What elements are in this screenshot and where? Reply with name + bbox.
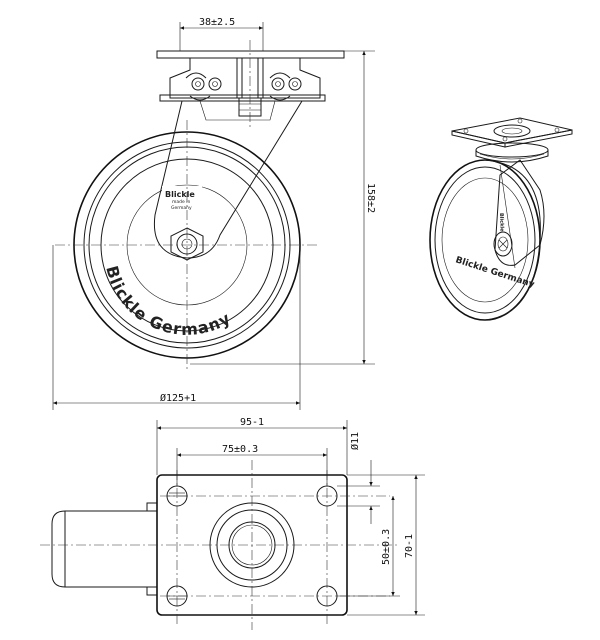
svg-text:38±2.5: 38±2.5	[199, 17, 235, 28]
svg-text:Blickle: Blickle	[498, 213, 505, 232]
svg-text:95-1: 95-1	[240, 417, 264, 428]
dim-hole-spacing-x: 75±0.3	[176, 444, 328, 486]
svg-text:158±2: 158±2	[365, 183, 376, 213]
dim-plate-length: 70-1	[347, 474, 425, 616]
plan-view: 95-1 75±0.3 Ø11 50±0.3 70-1	[40, 417, 425, 630]
svg-text:Ø125+1: Ø125+1	[160, 392, 196, 404]
germany-text: Germany	[171, 205, 192, 211]
dim-total-height: 158±2	[190, 50, 376, 365]
front-view: Blickle made in Germany Blickle Germany …	[52, 17, 376, 410]
fork-leg	[153, 100, 303, 259]
dim-hole-spacing-y: 50±0.3	[337, 496, 400, 597]
made-in-text: made in	[172, 199, 190, 205]
dim-plate-width: 95-1	[156, 417, 348, 475]
tire-arc-text: Blickle Germany	[102, 264, 234, 339]
isometric-view: Blickle Blickle Germany	[429, 117, 573, 321]
dim-hole-diameter: Ø11	[337, 432, 380, 524]
svg-text:50±0.3: 50±0.3	[381, 529, 392, 565]
dim-top-mount: 38±2.5	[179, 17, 264, 51]
svg-text:75±0.3: 75±0.3	[222, 444, 258, 455]
logo-text: Blickle	[165, 190, 195, 199]
fork-label: Blickle made in Germany	[162, 186, 202, 211]
dim-wheel-diameter: Ø125+1	[52, 245, 301, 410]
svg-text:Ø11: Ø11	[349, 432, 361, 450]
svg-text:70-1: 70-1	[404, 534, 415, 558]
svg-text:Blickle Germany: Blickle Germany	[454, 255, 536, 290]
top-plate	[156, 50, 345, 59]
